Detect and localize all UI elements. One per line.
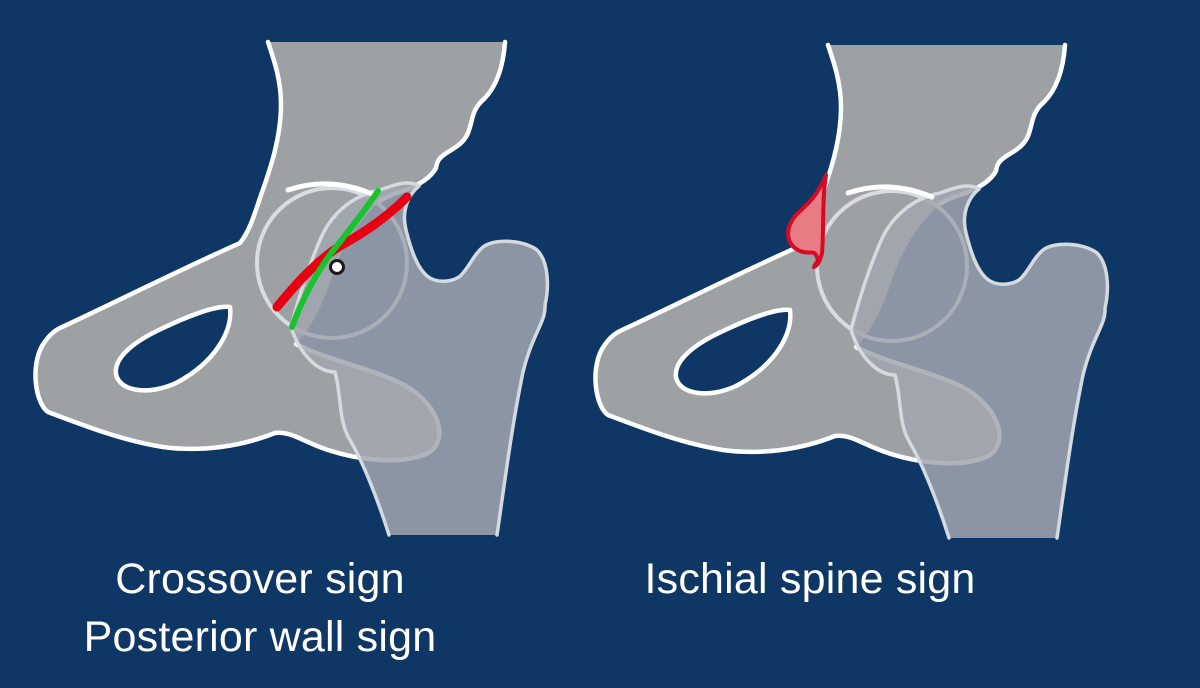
left-hip-figure [35,42,547,535]
posterior-wall-sign-label: Posterior wall sign [83,613,437,661]
right-caption: Ischial spine sign [615,554,1005,604]
anterior-wall-line-red [272,192,412,312]
ischial-spine-highlight [786,173,828,269]
right-hip-bones [595,45,1107,538]
ischial-spine-sign-label: Ischial spine sign [644,555,976,603]
crossover-sign-label: Crossover sign [115,555,405,603]
left-caption: Crossover sign Posterior wall sign [10,550,510,666]
crossover-sign-annotation [272,188,412,330]
posterior-wall-line-green [289,188,381,330]
right-hip-figure [595,45,1107,538]
femoral-head-center-dot [329,259,345,275]
